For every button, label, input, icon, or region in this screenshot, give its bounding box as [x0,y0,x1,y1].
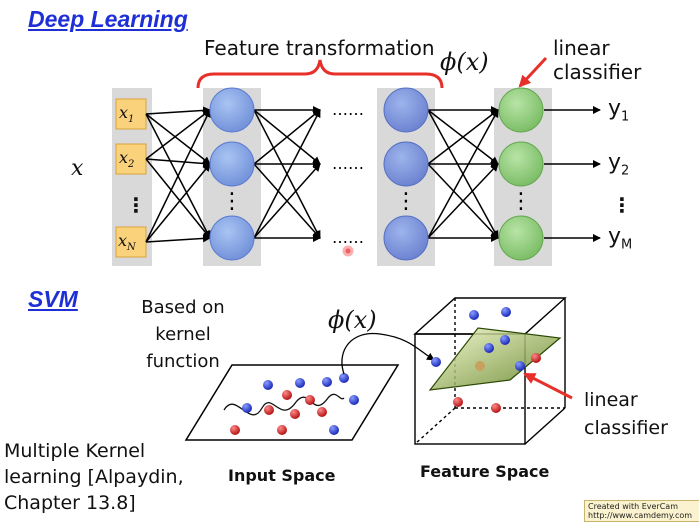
input-point-red [290,409,300,419]
hidden1-node-1 [209,87,255,133]
feature-point-red [531,353,541,363]
feature-point-blue [500,335,510,345]
phi-x-label: ϕ(x) [440,48,489,76]
linear-classifier-label: linear classifier [553,36,642,84]
feature-point-blue [484,343,494,353]
input-space-plane [184,364,400,441]
classifier-pointer-arrow [518,56,548,88]
input-label-1: x1 [119,103,135,126]
input-vdots: ⋮ [126,193,146,217]
svm-title: SVM [28,286,78,312]
feature-point-blue [431,357,441,367]
hidden1-node-3 [209,215,255,261]
input-x-label: x [71,156,84,181]
feature-point-blue [515,361,525,371]
feature-point-red [453,397,463,407]
input-point-red [282,390,292,400]
input-point-blue [339,373,349,383]
hidden-last-vdots: ⋮ [395,189,417,214]
cursor-dot [342,245,354,257]
connections-hidden-output [427,106,499,242]
hyperplane-pointer-arrow [523,372,573,400]
svm-phi-x-label: ϕ(x) [328,306,377,334]
input-point-blue [263,380,273,390]
output-vdots: ⋮ [510,189,532,214]
input-point-blue [329,425,339,435]
hidden-last-node-3 [383,215,429,261]
hidden-last-node-2 [383,141,429,187]
svm-linear-classifier-label: linear classifier [584,389,668,439]
svm-diagram [184,297,573,445]
separating-hyperplane [428,327,562,391]
feature-space-label: Feature Space [420,462,550,481]
input-point-blue [242,403,252,413]
layers-dots-3: …… [332,228,364,247]
feature-point-blue [469,310,479,320]
kernel-mapping-arrow [341,332,435,375]
output-node-1 [498,87,544,133]
input-box-2 [115,143,147,175]
layers-dots-1: …… [332,100,364,119]
feature-point-red-behind [475,361,485,371]
layers-dots-2: …… [332,154,364,173]
input-point-blue [322,377,332,387]
input-point-blue [295,378,305,388]
input-point-red [305,395,315,405]
output-node-2 [498,141,544,187]
input-point-red [277,425,287,435]
connections-hidden-next [253,106,321,242]
evercam-watermark: Created with EverCam http://www.camdemy.… [584,500,699,522]
output-vdots: ⋮ [612,193,632,217]
input-point-red [317,407,327,417]
output-label-1: y1 [608,96,630,125]
input-space-label: Input Space [228,466,336,485]
connections-input-hidden [145,106,211,243]
deep-learning-title: Deep Learning [28,6,188,32]
feature-point-red [491,403,501,413]
input-label-2: x2 [119,148,135,171]
input-label-n: xN [118,231,136,254]
neural-network-diagram: ⋮ ⋮ ⋮ …… …… …… [112,56,601,266]
feature-transformation-label: Feature transformation [204,36,435,60]
hidden-last-node-1 [383,87,429,133]
feature-transformation-brace [196,59,444,89]
input-point-blue [349,395,359,405]
hidden1-node-2 [209,141,255,187]
output-label-m: yM [608,224,633,253]
multiple-kernel-note: Multiple Kernel learning [Alpaydin, Chap… [4,440,184,514]
output-arrows [544,106,601,242]
kernel-function-note: Based on kernel function [141,297,225,372]
output-node-3 [498,215,544,261]
output-label-2: y2 [608,150,630,179]
input-point-red [230,425,240,435]
decision-curve [223,393,345,416]
hidden1-vdots: ⋮ [221,189,243,214]
feature-point-blue [501,307,511,317]
input-point-red [264,405,274,415]
